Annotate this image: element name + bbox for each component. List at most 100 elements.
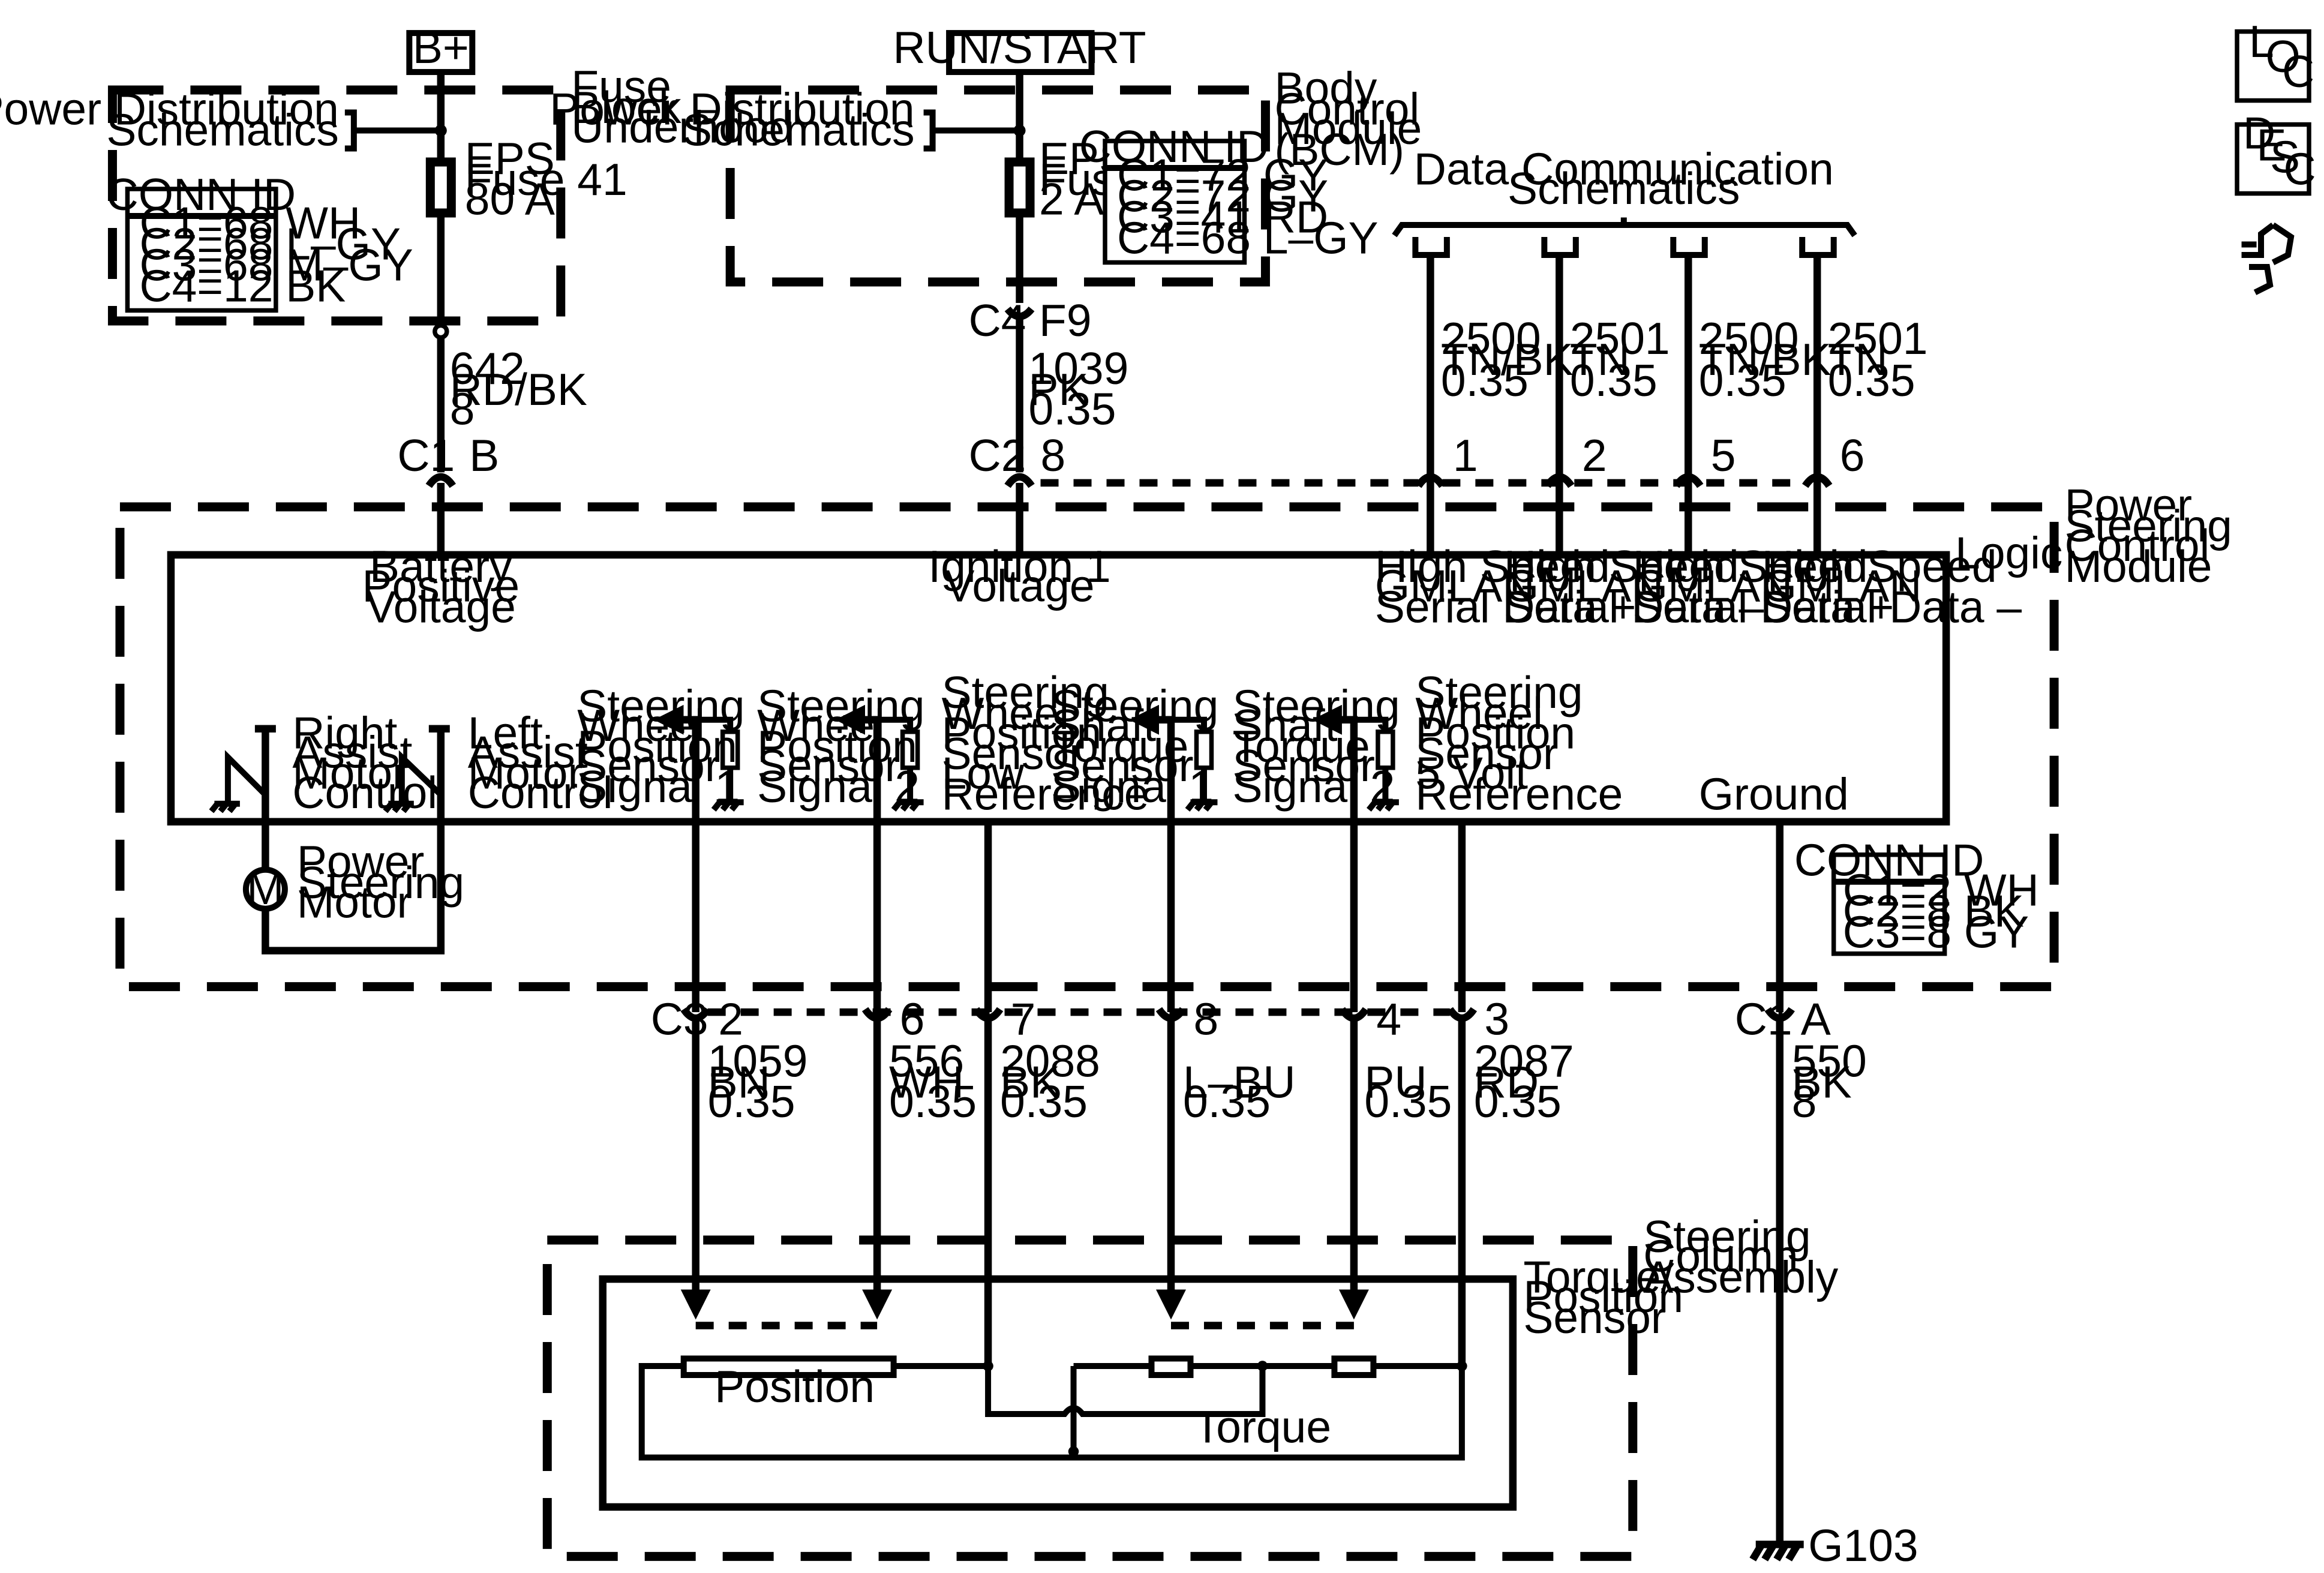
svg-text:C3=68 M–GY: C3=68 M–GY [139,239,413,290]
svg-text:Power: Power [2065,479,2193,530]
sensor-pullups [653,704,1399,822]
svg-text:Motor: Motor [468,748,583,798]
svg-text:C1: C1 [1735,994,1792,1044]
svg-text:Steering: Steering [1643,1211,1810,1262]
svg-text:6: 6 [900,994,925,1044]
svg-text:Sensor: Sensor [942,728,1085,779]
svg-text:0.35: 0.35 [889,1076,977,1127]
desc-button[interactable]: D E S C [2235,108,2316,196]
connector-tool-button[interactable] [2241,222,2295,295]
svg-text:2: 2 [1582,430,1607,481]
svg-text:B: B [469,430,499,481]
svg-text:Signal 1: Signal 1 [577,761,740,812]
svg-text:Torque/: Torque/ [1523,1252,1673,1302]
loc-button[interactable]: L O C [2235,16,2314,103]
svg-text:C1=2 WH: C1=2 WH [1843,865,2039,915]
motor-symbol: M [247,863,284,914]
fuse-block-underhood: B+ Fuse Block – Underhood Power Distribu… [0,22,794,473]
svg-text:Underhood: Underhood [571,102,794,152]
svg-text:F9: F9 [1039,295,1092,346]
svg-text:Steering: Steering [1051,680,1218,731]
pds-left-link [344,109,441,152]
svg-text:C2: C2 [969,430,1026,481]
svg-text:O: O [2266,31,2301,82]
splice-open [433,323,449,340]
svg-text:2500: 2500 [1699,313,1799,364]
svg-text:Position: Position [942,707,1102,758]
conn-id-pscm: CONN ID C1=2 WH C2=8 BK C3=8 GY [1794,835,2039,957]
svg-text:2088: 2088 [1000,1036,1100,1086]
desc-icon: D [2243,108,2275,158]
connector-c1-top [425,473,457,488]
svg-text:Position: Position [757,721,917,772]
svg-text:Schematics: Schematics [106,105,338,155]
svg-text:1059: 1059 [708,1036,808,1086]
svg-text:Steering: Steering [2065,500,2232,551]
sensor-labels: Steering Wheel Position Sensor Signal 1 … [577,667,1849,819]
svg-text:Assembly: Assembly [1643,1252,1838,1302]
run-start-badge [946,30,1095,76]
svg-text:C2=68 L–GY: C2=68 L–GY [139,218,401,269]
svg-text:Positive: Positive [362,560,520,611]
svg-text:C4=12 BK: C4=12 BK [139,260,346,311]
svg-text:5: 5 [1711,430,1736,481]
svg-text:Data Communication: Data Communication [1414,144,1834,194]
svg-text:TN/BK: TN/BK [1699,334,1831,385]
svg-text:2087: 2087 [1474,1036,1574,1086]
svg-text:Voltage: Voltage [366,581,516,632]
svg-text:Power Distribution: Power Distribution [550,84,914,134]
svg-text:Position: Position [1415,707,1575,758]
svg-text:7: 7 [1011,994,1036,1044]
power-steering-control-module: Power Steering Control Module Logic Batt… [115,479,2232,992]
svg-text:Module: Module [1274,103,1422,154]
svg-text:0.35: 0.35 [1000,1076,1088,1127]
conn-id-fuse-block: CONN ID C1=68 WH C2=68 L–GY C3=68 M–GY C… [106,169,413,313]
svg-text:Power Distribution: Power Distribution [0,84,339,134]
svg-text:PK: PK [1029,364,1089,415]
svg-text:Sensor: Sensor [1415,728,1558,779]
svg-text:Fuse: Fuse [571,61,671,112]
svg-text:C1=72 GY: C1=72 GY [1117,150,1328,200]
svg-text:Battery: Battery [370,541,512,592]
svg-text:0.35: 0.35 [1570,355,1658,406]
svg-text:GMLAN: GMLAN [1762,560,1922,611]
conn-id-bcm: CONN ID C1=72 GY C2=72 GY C3=41 RD C4=68… [1079,121,1379,265]
svg-text:L–BU: L–BU [1183,1057,1296,1107]
svg-text:C1=68 WH: C1=68 WH [139,197,361,248]
connector-c2 [1004,473,1035,488]
pds-right-link [923,109,1020,152]
svg-text:Fuse 41: Fuse 41 [465,154,627,205]
svg-text:0.35: 0.35 [708,1076,795,1127]
svg-text:Schematics: Schematics [682,105,914,155]
svg-text:BN: BN [708,1057,770,1107]
svg-text:Assist: Assist [292,727,412,778]
svg-text:High Speed: High Speed [1762,541,1997,592]
connector-c4 [1004,306,1035,320]
svg-text:CONN ID: CONN ID [106,169,296,220]
svg-text:2501: 2501 [1828,313,1928,364]
svg-text:C4=68 L–GY: C4=68 L–GY [1117,212,1379,263]
svg-text:Signal 2: Signal 2 [757,761,920,812]
svg-text:2: 2 [718,994,743,1044]
torque-element-2 [1331,1355,1377,1378]
svg-text:CONN ID: CONN ID [1794,835,1984,885]
eps-fuse-2 [1004,157,1035,218]
svg-text:Wheel: Wheel [942,688,1070,739]
svg-text:6: 6 [1840,430,1865,481]
svg-text:4: 4 [1376,994,1401,1044]
svg-text:C2=72 GY: C2=72 GY [1117,170,1328,221]
svg-text:1039: 1039 [1029,343,1129,394]
svg-text:0.35: 0.35 [1441,355,1529,406]
svg-text:Body: Body [1274,63,1377,113]
svg-text:8: 8 [1193,994,1218,1044]
svg-text:80 A: 80 A [465,173,555,224]
svg-text:Reference: Reference [1415,769,1623,819]
svg-text:0.35: 0.35 [1183,1076,1271,1127]
eps-fuse-41-label: EPS Fuse 41 80 A [465,133,627,224]
svg-text:High Speed: High Speed [1375,541,1610,592]
svg-text:C4: C4 [969,295,1026,346]
svg-text:Assist: Assist [468,727,588,778]
svg-text:C: C [2284,144,2316,194]
connector-tool-icon [2241,222,2295,295]
